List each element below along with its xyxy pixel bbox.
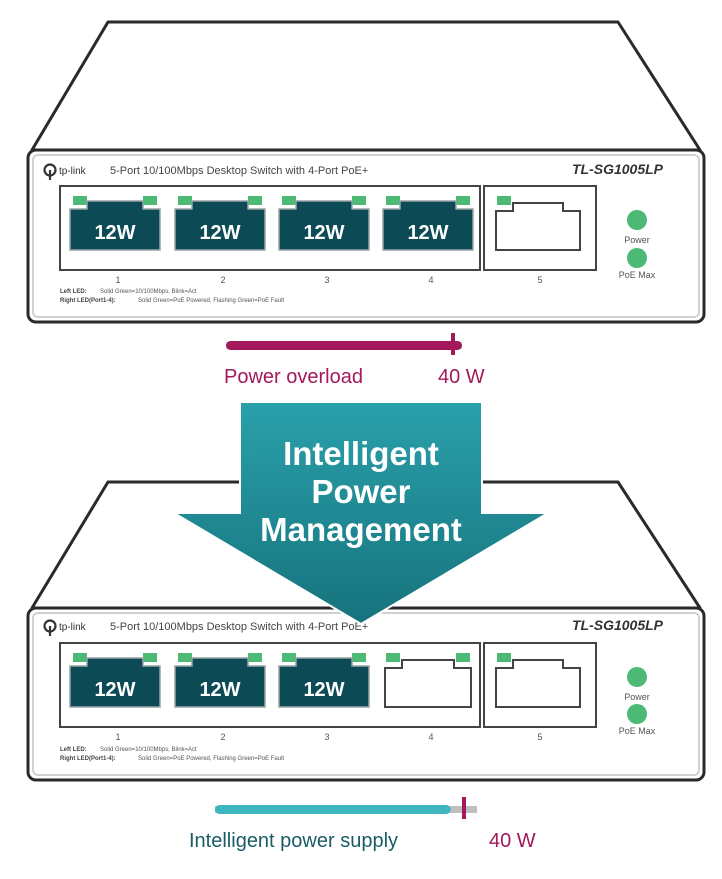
bottom-legend-line1-text: Solid Green=10/100Mbps, Blink=Act <box>100 747 197 753</box>
intelligent-power-management-arrow: Intelligent Power Management <box>170 401 552 626</box>
top-port-2: 12W 2 <box>174 196 266 285</box>
supply-limit-marker <box>462 797 466 819</box>
top-switch-faceplate <box>32 154 700 318</box>
bottom-legend-line1-label: Left LED: <box>60 747 87 753</box>
bottom-model-name: TL-SG1005LP <box>572 617 664 633</box>
bottom-port-2-load: 12W <box>199 679 240 701</box>
bottom-poe-max-led-label: PoE Max <box>619 726 656 736</box>
supply-value: 40 W <box>489 830 536 852</box>
top-port-1-number: 1 <box>115 275 120 285</box>
bottom-port-1-number: 1 <box>115 732 120 742</box>
top-port-5-number: 5 <box>537 275 542 285</box>
arrow-text-line3: Management <box>260 511 462 548</box>
top-port-4: 12W 4 <box>382 196 474 285</box>
bottom-port-2: 12W 2 <box>174 653 266 742</box>
bottom-uplink-port-panel <box>483 642 597 728</box>
top-legend-line2-label: Right LED(Port1-4): <box>60 298 116 304</box>
top-port-1: 12W 1 <box>69 196 161 285</box>
bottom-port-2-number: 2 <box>220 732 225 742</box>
top-legend-line2-text: Solid Green=PoE Powered, Flashing Green=… <box>138 298 284 304</box>
top-poe-max-led-label: PoE Max <box>619 270 656 280</box>
bottom-power-led-icon <box>627 667 647 687</box>
top-tplink-logo-icon <box>43 163 57 180</box>
bottom-port-1: 12W 1 <box>69 653 161 742</box>
top-port-5: 5 <box>495 196 581 285</box>
top-port-3-number: 3 <box>324 275 329 285</box>
top-poe-port-panel <box>59 185 481 271</box>
bottom-port-1-load: 12W <box>94 679 135 701</box>
top-port-2-load: 12W <box>199 222 240 244</box>
supply-label: Intelligent power supply <box>189 830 398 852</box>
top-power-led-label: Power <box>624 235 650 245</box>
overload-label: Power overload <box>224 366 363 388</box>
bottom-port-5-number: 5 <box>537 732 542 742</box>
top-port-4-load: 12W <box>407 222 448 244</box>
down-arrow-icon <box>170 401 552 626</box>
top-power-led-icon <box>627 210 647 230</box>
overload-bar-fill <box>226 341 462 350</box>
top-legend-line1-label: Left LED: <box>60 289 87 295</box>
bottom-port-3-load: 12W <box>303 679 344 701</box>
bottom-port-5: 5 <box>495 653 581 742</box>
bottom-legend-line2-label: Right LED(Port1-4): <box>60 756 116 762</box>
overload-bar-group: Power overload 40 W <box>224 333 485 388</box>
bottom-switch-description: 5-Port 10/100Mbps Desktop Switch with 4-… <box>110 621 368 633</box>
top-switch-description: 5-Port 10/100Mbps Desktop Switch with 4-… <box>110 165 368 177</box>
bottom-poe-max-led-icon <box>627 704 647 724</box>
top-switch-lid <box>30 20 702 152</box>
supply-bar-group: Intelligent power supply 40 W <box>189 797 536 852</box>
bottom-legend-line2-text: Solid Green=PoE Powered, Flashing Green=… <box>138 756 284 762</box>
overload-limit-marker <box>451 333 455 355</box>
top-legend-line1-text: Solid Green=10/100Mbps, Blink=Act <box>100 289 197 295</box>
bottom-poe-port-panel <box>59 642 481 728</box>
top-port-4-number: 4 <box>428 275 433 285</box>
overload-value: 40 W <box>438 366 485 388</box>
bottom-tplink-logo-icon <box>43 619 57 636</box>
top-brand-text: tp-link <box>59 166 87 177</box>
top-port-3-load: 12W <box>303 222 344 244</box>
supply-bar-fill <box>215 805 451 814</box>
top-port-3: 12W 3 <box>278 196 370 285</box>
top-port-1-load: 12W <box>94 222 135 244</box>
bottom-power-led-label: Power <box>624 692 650 702</box>
arrow-text-line2: Power <box>311 473 410 510</box>
bottom-brand-text: tp-link <box>59 622 87 633</box>
bottom-port-3: 12W 3 <box>278 653 370 742</box>
bottom-port-4: 4 <box>384 653 472 742</box>
arrow-text-line1: Intelligent <box>283 435 439 472</box>
top-port-2-number: 2 <box>220 275 225 285</box>
bottom-port-4-number: 4 <box>428 732 433 742</box>
top-uplink-port-panel <box>483 185 597 271</box>
top-switch: tp-link 5-Port 10/100Mbps Desktop Switch… <box>26 20 706 324</box>
top-model-name: TL-SG1005LP <box>572 161 664 177</box>
bottom-port-3-number: 3 <box>324 732 329 742</box>
top-poe-max-led-icon <box>627 248 647 268</box>
